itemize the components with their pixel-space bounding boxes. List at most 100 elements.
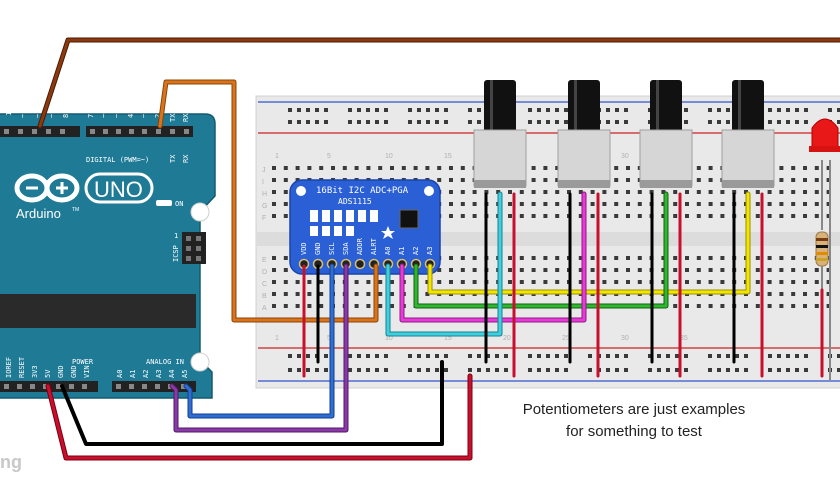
rail-hole bbox=[777, 368, 781, 372]
rail-hole bbox=[357, 108, 361, 112]
breadboard-hole bbox=[460, 202, 465, 206]
header-pin bbox=[43, 384, 48, 389]
pin-label: ADDR bbox=[356, 237, 364, 255]
breadboard-hole bbox=[637, 214, 642, 218]
breadboard-hole bbox=[519, 256, 524, 260]
atmega-chip bbox=[0, 294, 196, 328]
breadboard-hole bbox=[673, 256, 678, 260]
breadboard-hole bbox=[508, 202, 512, 206]
icsp-pins bbox=[186, 236, 201, 261]
breadboard-hole bbox=[366, 166, 371, 170]
breadboard-hole bbox=[295, 304, 300, 308]
rail-hole bbox=[315, 108, 319, 112]
breadboard-hole bbox=[531, 202, 536, 206]
rail-hole bbox=[306, 108, 310, 112]
potentiometer-base bbox=[722, 180, 774, 188]
breadboard-hole bbox=[755, 190, 760, 194]
pin-label: A1 bbox=[398, 247, 406, 255]
wire-cyan bbox=[386, 192, 502, 336]
header-pin bbox=[56, 384, 61, 389]
rail-hole bbox=[546, 108, 550, 112]
rail-hole bbox=[606, 368, 610, 372]
breadboard-hole bbox=[720, 190, 725, 194]
breadboard-hole bbox=[708, 280, 713, 284]
rail-hole bbox=[315, 120, 319, 124]
breadboard-hole bbox=[696, 178, 701, 182]
breadboard-hole bbox=[767, 268, 772, 272]
rail-hole bbox=[768, 108, 772, 112]
breadboard-hole bbox=[508, 280, 512, 284]
pin-label: IOREF bbox=[5, 357, 13, 378]
breadboard-hole bbox=[531, 268, 536, 272]
breadboard-hole bbox=[272, 214, 276, 218]
breadboard-hole bbox=[319, 280, 324, 284]
column-number: 20 bbox=[503, 335, 511, 342]
rail-hole bbox=[615, 354, 619, 358]
pin-label: GND bbox=[314, 242, 322, 255]
pin-label: SCL bbox=[328, 242, 336, 255]
rail-hole bbox=[684, 368, 688, 372]
breadboard-hole bbox=[555, 256, 560, 260]
breadboard-hole bbox=[508, 256, 512, 260]
rail-hole bbox=[324, 354, 328, 358]
breadboard-hole bbox=[531, 256, 536, 260]
mounting-hole bbox=[424, 186, 434, 196]
breadboard-hole bbox=[791, 166, 796, 170]
breadboard-hole bbox=[543, 268, 548, 272]
breadboard-hole bbox=[342, 166, 347, 170]
breadboard-hole bbox=[272, 166, 276, 170]
breadboard-hole bbox=[449, 280, 453, 284]
header-pin bbox=[46, 129, 51, 134]
pin-label: 3V3 bbox=[31, 365, 39, 378]
rail-hole bbox=[357, 120, 361, 124]
rail-hole bbox=[546, 354, 550, 358]
pin-label: 7 bbox=[87, 114, 95, 118]
arduino-logo bbox=[14, 173, 80, 203]
breadboard-hole bbox=[803, 214, 807, 218]
column-number: 25 bbox=[562, 335, 570, 342]
breadboard-hole bbox=[590, 256, 595, 260]
pin-label: A2 bbox=[412, 247, 420, 255]
rail-hole bbox=[666, 354, 670, 358]
rail-hole bbox=[726, 108, 730, 112]
breadboard-hole bbox=[685, 256, 689, 260]
potentiometer-base bbox=[474, 180, 526, 188]
row-letter: B bbox=[262, 293, 267, 300]
column-number: 10 bbox=[385, 153, 393, 160]
header-pin bbox=[30, 384, 35, 389]
row-letters: J I H G F E D C B A bbox=[262, 167, 267, 312]
breadboard-hole bbox=[696, 214, 701, 218]
pin-label: A0 bbox=[116, 370, 124, 378]
breadboard-hole bbox=[531, 214, 536, 218]
breadboard-hole bbox=[578, 268, 583, 272]
rail-hole bbox=[384, 120, 388, 124]
rail-hole bbox=[546, 368, 550, 372]
breadboard-hole bbox=[472, 256, 477, 260]
breadboard-hole bbox=[590, 190, 595, 194]
rail-hole bbox=[444, 108, 448, 112]
rail-hole bbox=[555, 354, 559, 358]
header-pin bbox=[156, 129, 161, 134]
knob-ridge bbox=[738, 80, 741, 150]
row-letter: I bbox=[262, 179, 264, 186]
pin-label: ~5 bbox=[113, 110, 121, 118]
pin-label: A2 bbox=[142, 370, 150, 378]
header-pin bbox=[170, 129, 175, 134]
digital-pin-labels: 12 ~11 ~10 ~9 8 7 ~6 ~5 4 ~3 2 TX→1 RX←0 bbox=[5, 105, 190, 122]
rail-hole bbox=[648, 354, 652, 358]
rail-hole bbox=[684, 120, 688, 124]
breadboard-hole bbox=[673, 202, 678, 206]
breadboard-hole bbox=[508, 190, 512, 194]
breadboard-hole bbox=[602, 190, 607, 194]
ads1115-ic bbox=[399, 209, 419, 229]
breadboard-hole bbox=[519, 268, 524, 272]
rail-hole bbox=[348, 120, 352, 124]
rail-hole bbox=[777, 108, 781, 112]
rail-hole bbox=[435, 108, 439, 112]
row-letter: G bbox=[262, 203, 267, 210]
breadboard-hole bbox=[449, 202, 453, 206]
rail-hole bbox=[297, 120, 301, 124]
breadboard-hole bbox=[814, 190, 819, 194]
rail-hole bbox=[528, 368, 532, 372]
